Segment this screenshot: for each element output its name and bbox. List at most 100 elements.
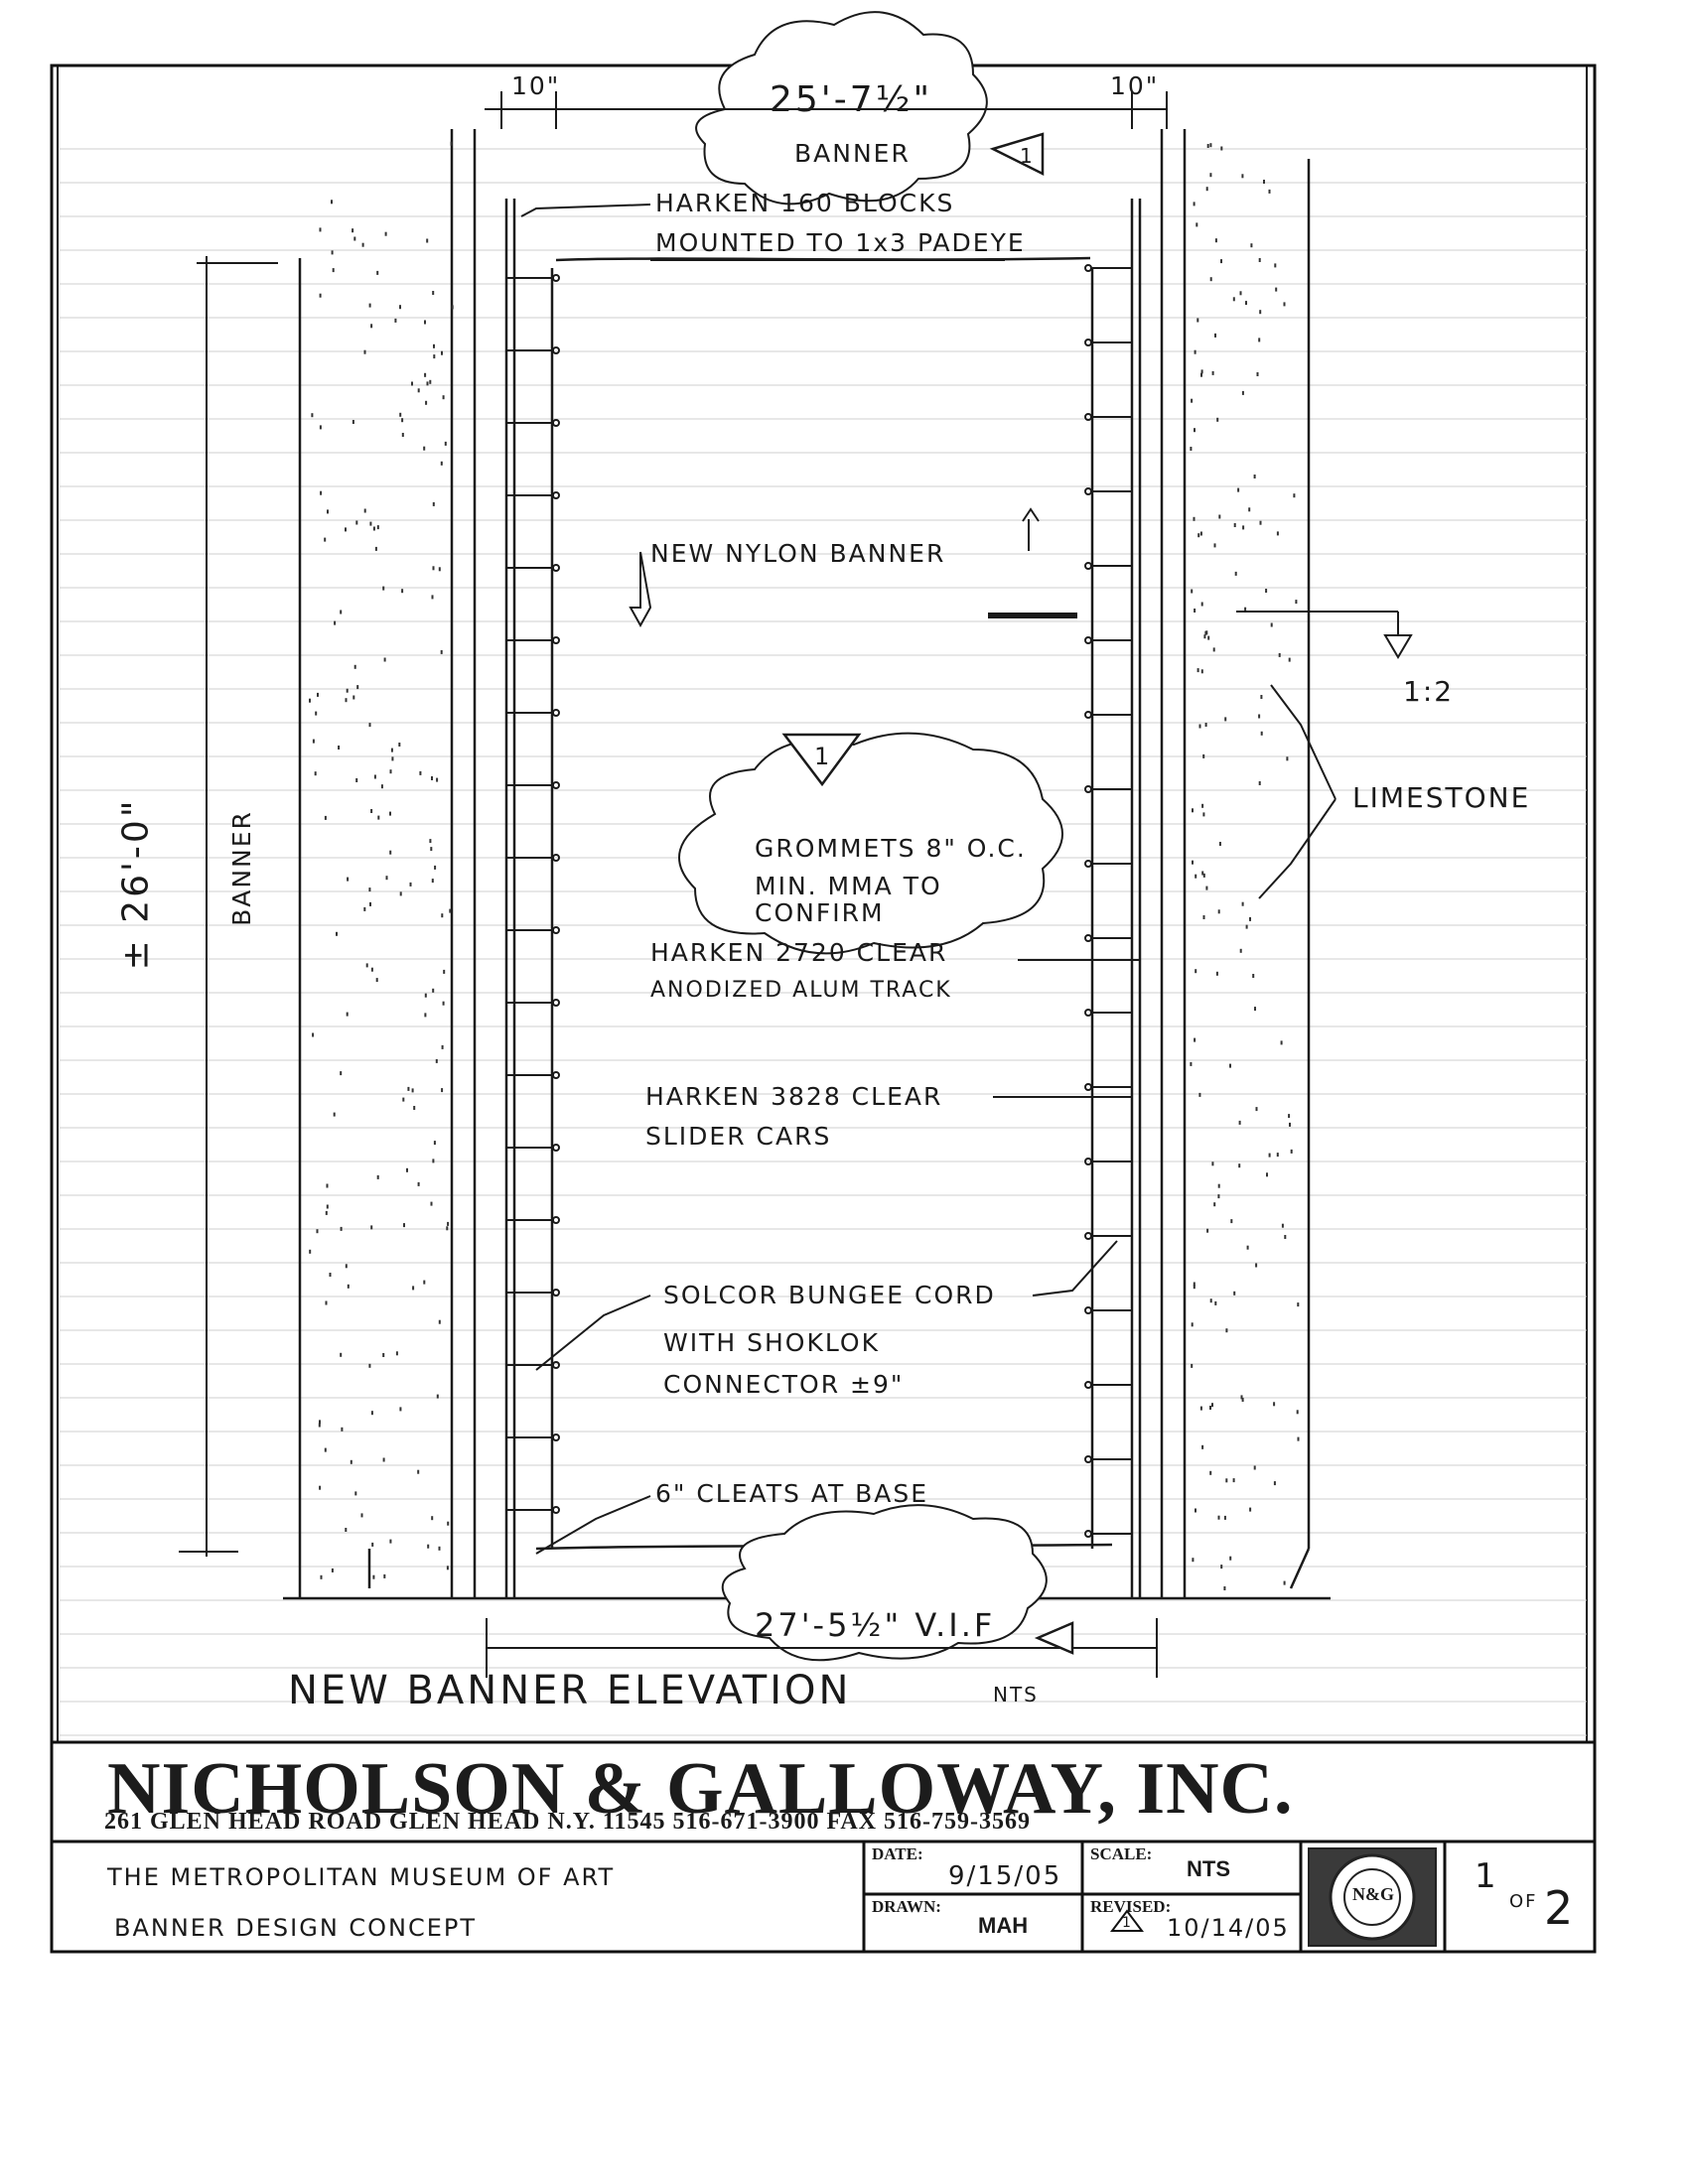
grommet [1084, 487, 1092, 495]
stipple-mark [1225, 1328, 1228, 1333]
grommet [1084, 1158, 1092, 1165]
stipple-mark [1230, 1219, 1233, 1224]
stipple-mark [1195, 1508, 1196, 1513]
callout-limestone: LIMESTONE [1352, 781, 1531, 814]
revision-triangles [781, 132, 1074, 1655]
stipple-mark [1196, 222, 1198, 227]
callout-track-2: ANODIZED ALUM TRACK [650, 978, 952, 1003]
stipple-mark [1220, 1565, 1223, 1570]
stipple-mark [383, 1573, 386, 1578]
grommet [1084, 1306, 1092, 1314]
stipple-mark [1195, 874, 1197, 879]
drawn-label: DRAWN: [872, 1897, 941, 1916]
stipple-mark [444, 441, 447, 446]
stipple-mark [1194, 1037, 1196, 1042]
stipple-mark [1263, 180, 1265, 184]
stipple-mark [320, 490, 323, 495]
stipple-mark [406, 1167, 408, 1172]
stipple-mark [1201, 803, 1204, 808]
stipple-mark [319, 425, 322, 430]
stipple-mark [1241, 1398, 1244, 1402]
revised-triangle [1110, 1909, 1144, 1932]
callout-slider-2: SLIDER CARS [645, 1122, 832, 1151]
stipple-mark [441, 1088, 444, 1093]
stipple-mark [1229, 1063, 1231, 1068]
stipple-mark [1293, 493, 1296, 498]
stipple-mark [395, 1351, 398, 1356]
stipple-mark [1192, 860, 1194, 865]
grommets-left [506, 274, 560, 1514]
stipple-mark [1255, 1263, 1258, 1268]
stipple-mark [435, 1058, 438, 1063]
stipple-mark [1270, 622, 1273, 627]
revision-clouds [678, 11, 1063, 1662]
stipple-mark [376, 525, 379, 530]
stipple-mark [1211, 1403, 1213, 1408]
stipple-mark [1220, 146, 1223, 151]
stipple-mark [1288, 1114, 1291, 1119]
grommet [552, 1289, 560, 1297]
stipple-mark [1200, 369, 1203, 374]
stipple-mark [438, 1546, 441, 1551]
cloud-top-width [695, 11, 988, 205]
stipple-mark [441, 913, 444, 918]
grommet [552, 999, 560, 1007]
stipple-mark [403, 1223, 405, 1228]
stipple-mark [426, 381, 429, 386]
stipple-mark [384, 231, 387, 236]
stipple-mark [423, 1280, 426, 1285]
grommet [552, 854, 560, 862]
grommet [1084, 711, 1092, 719]
stipple-mark [314, 771, 317, 776]
stipple-mark [1211, 370, 1214, 375]
limestone-stipple [309, 141, 1300, 1590]
stipple-mark [1192, 1558, 1195, 1563]
stipple-mark [399, 1407, 402, 1412]
drawn-value: MAH [978, 1913, 1029, 1938]
stipple-mark [1278, 652, 1281, 657]
stipple-mark [1214, 1300, 1217, 1305]
stipple-mark [433, 343, 435, 348]
stipple-mark [370, 1225, 373, 1230]
stipple-mark [1253, 1465, 1256, 1470]
stipple-mark [315, 711, 318, 716]
stipple-mark [1203, 634, 1206, 639]
cloud-bottom-width [721, 1504, 1048, 1662]
stipple-mark [350, 1459, 352, 1464]
stipple-mark [451, 305, 454, 310]
stipple-mark [368, 723, 371, 728]
stipple-mark [373, 774, 376, 779]
stipple-mark [1199, 1406, 1202, 1411]
stipple-mark [341, 1427, 344, 1432]
stipple-mark [436, 777, 439, 782]
stipple-mark [1202, 753, 1205, 758]
stipple-mark [1266, 1172, 1268, 1177]
grommet [552, 274, 560, 282]
grommets-right [1084, 264, 1132, 1538]
stipple-mark [1286, 756, 1289, 761]
stipple-mark [1200, 602, 1203, 607]
stipple-mark [375, 978, 378, 983]
grommet [552, 564, 560, 572]
grommet [552, 1144, 560, 1152]
stipple-mark [363, 906, 366, 911]
stipple-mark [334, 620, 337, 625]
stipple-mark [1209, 1470, 1212, 1475]
stipple-mark [447, 1521, 450, 1526]
stipple-mark [1246, 1245, 1249, 1250]
project-line-2: BANNER DESIGN CONCEPT [114, 1914, 478, 1942]
stipple-mark [1260, 695, 1263, 699]
stipple-mark [417, 1469, 420, 1474]
stipple-mark [1217, 1515, 1220, 1520]
stipple-mark [425, 400, 428, 405]
height-dimension: ± 26'-0" [115, 797, 157, 971]
stipple-mark [372, 526, 375, 531]
stipple-mark [419, 770, 422, 775]
grommet [1084, 1455, 1092, 1463]
stipple-mark [430, 1201, 433, 1206]
revised-label: REVISED: [1090, 1897, 1172, 1916]
stipple-mark [326, 1183, 329, 1188]
stipple-mark [1289, 1122, 1291, 1127]
stipple-mark [1213, 543, 1216, 548]
stipple-mark [438, 567, 441, 572]
